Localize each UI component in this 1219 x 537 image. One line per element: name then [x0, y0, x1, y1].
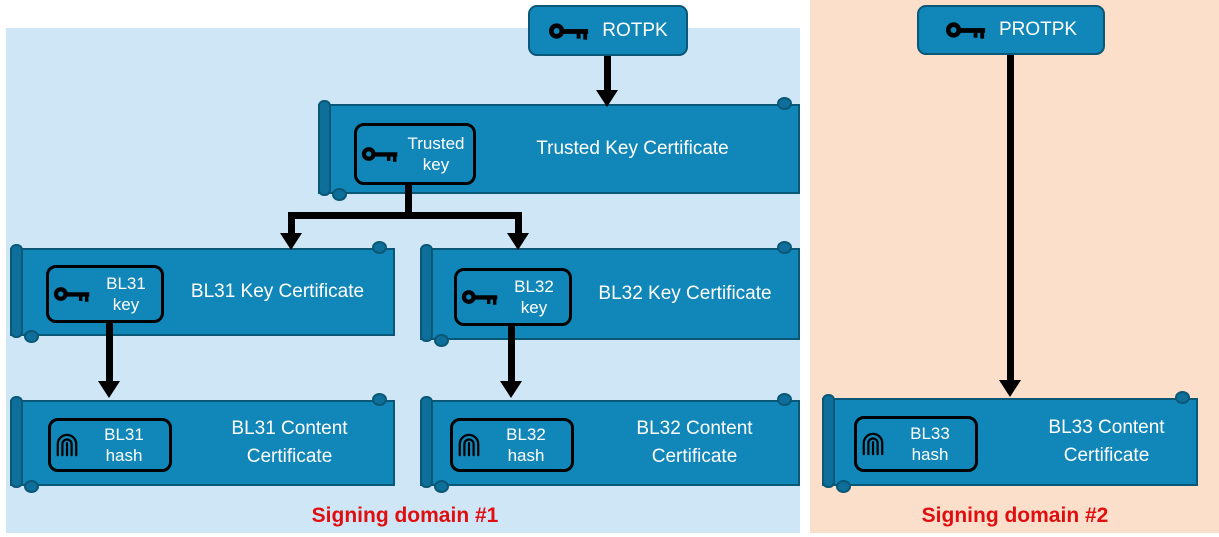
- certificate-title: BL32 Content Certificate: [636, 418, 753, 467]
- scroll-curl: [24, 330, 39, 343]
- scroll-curl: [836, 480, 851, 493]
- signing-domain-1-label: Signing domain #1: [311, 504, 499, 527]
- signing-domain-2-label: Signing domain #2: [921, 504, 1109, 527]
- badge-line: Trusted: [407, 133, 465, 153]
- badge-line: key: [112, 295, 140, 314]
- bl31-key-certificate: BL31 key BL31 Key Certificate: [10, 241, 395, 343]
- scroll-curl: [24, 480, 39, 493]
- badge-line: key: [520, 298, 548, 317]
- fingerprint-icon: [55, 431, 79, 459]
- scroll-curl: [434, 334, 449, 347]
- certificate-title: BL32 Key Certificate: [598, 283, 772, 305]
- certificate-title: BL33 Content Certificate: [1048, 417, 1165, 466]
- badge-line: hash: [911, 445, 949, 464]
- badge-line: BL31: [106, 273, 146, 293]
- bl32-hash-badge: BL32 hash: [450, 418, 574, 472]
- bl31-content-certificate: BL31 hash BL31 Content Certificate: [10, 393, 395, 493]
- bl31-hash-badge: BL31 hash: [48, 418, 172, 472]
- rotpk-label: ROTPK: [602, 19, 668, 41]
- scroll-curl: [332, 188, 347, 201]
- badge-line: BL32: [514, 276, 554, 296]
- protpk-node: PROTPK: [917, 5, 1105, 55]
- fingerprint-icon: [457, 431, 481, 459]
- key-icon: [361, 144, 399, 164]
- badge-line: hash: [507, 446, 545, 465]
- trusted-key-certificate: Trusted key Trusted Key Certificate: [318, 97, 800, 201]
- bl33-content-certificate: BL33 hash BL33 Content Certificate: [822, 391, 1198, 493]
- protpk-label: PROTPK: [998, 19, 1078, 40]
- trusted-key-badge: Trusted key: [354, 123, 476, 185]
- certificate-title: BL31 Key Certificate: [190, 281, 365, 303]
- badge-line: BL31: [104, 424, 144, 444]
- fingerprint-icon: [861, 430, 885, 458]
- key-icon: [548, 20, 590, 42]
- certificate-title: Trusted Key Certificate: [536, 138, 729, 160]
- badge-line: BL33: [910, 423, 950, 443]
- key-icon: [461, 287, 499, 307]
- badge-line: key: [422, 155, 450, 174]
- rotpk-node: ROTPK: [528, 5, 688, 56]
- key-icon: [53, 284, 91, 304]
- bl31-key-badge: BL31 key: [46, 265, 164, 323]
- key-icon: [945, 19, 987, 41]
- badge-line: hash: [105, 446, 143, 465]
- scroll-curl: [434, 480, 449, 493]
- bl32-key-certificate: BL32 key BL32 Key Certificate: [420, 241, 800, 347]
- bl32-key-badge: BL32 key: [454, 268, 572, 326]
- bl32-content-certificate: BL32 hash BL32 Content Certificate: [420, 393, 800, 493]
- badge-line: BL32: [506, 424, 546, 444]
- certificate-title: BL31 Content Certificate: [231, 418, 348, 467]
- bl33-hash-badge: BL33 hash: [854, 416, 978, 472]
